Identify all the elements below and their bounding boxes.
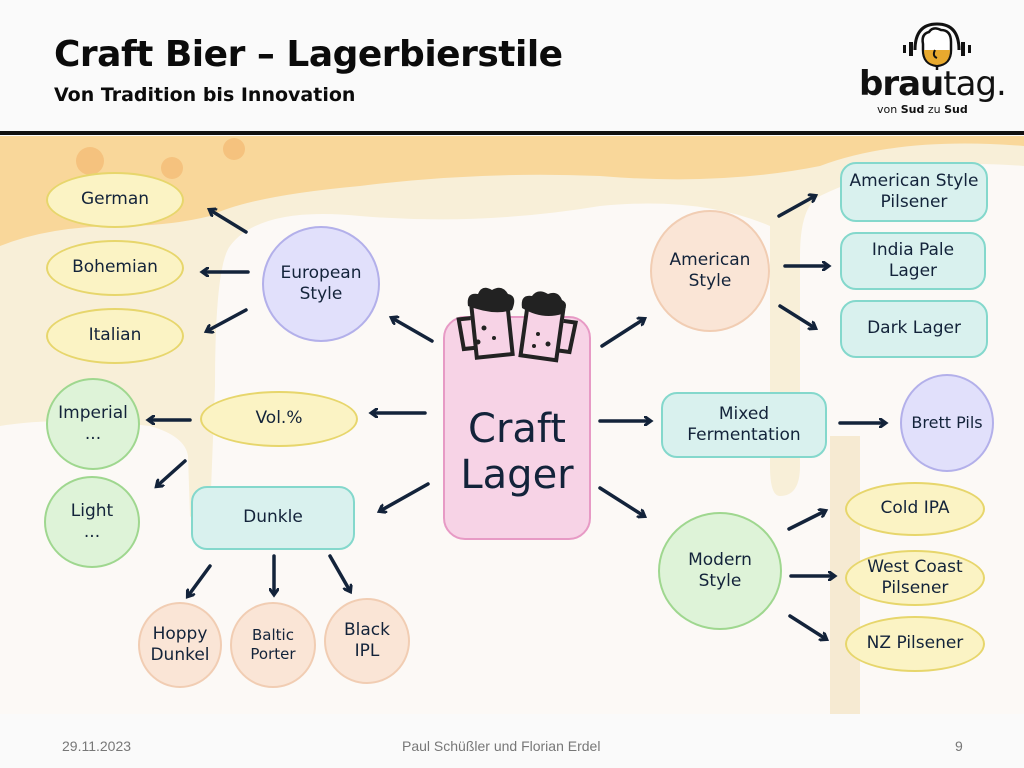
slide-footer: 29.11.2023 Paul Schüßler und Florian Erd… bbox=[0, 714, 1024, 768]
slide-header: Craft Bier – Lagerbierstile Von Traditio… bbox=[0, 0, 1024, 135]
arrow-center-to-american bbox=[600, 319, 644, 348]
node-american-style: American Style bbox=[650, 210, 770, 332]
node-imperial: Imperial ... bbox=[46, 378, 140, 470]
arrow-center-to-modern bbox=[598, 486, 644, 516]
beer-glass-headphones-icon bbox=[903, 22, 971, 70]
slide-title: Craft Bier – Lagerbierstile bbox=[54, 34, 563, 75]
slide-subtitle: Von Tradition bis Innovation bbox=[54, 84, 356, 106]
footer-date: 29.11.2023 bbox=[62, 738, 132, 754]
diagram-canvas: Craft Lager European Style German Bohemi… bbox=[0, 136, 1024, 714]
node-hoppy-dunkel: Hoppy Dunkel bbox=[138, 602, 222, 688]
arrow-dunkle-to-hoppy bbox=[188, 564, 212, 596]
node-italian: Italian bbox=[46, 308, 184, 364]
footer-authors: Paul Schüßler und Florian Erdel bbox=[402, 738, 601, 754]
node-cold-ipa: Cold IPA bbox=[845, 482, 985, 536]
connector-arrows bbox=[0, 136, 1024, 714]
logo-tagline: von Sud zu Sud bbox=[877, 103, 968, 116]
node-american-style-pilsener: American Style Pilsener bbox=[840, 162, 988, 222]
arrow-dunkle-to-black bbox=[328, 554, 350, 591]
arrow-center-to-dunkle bbox=[380, 482, 430, 511]
arrow-european-to-italian bbox=[207, 308, 248, 331]
node-vol-percent: Vol.% bbox=[200, 391, 358, 447]
arrow-american-to-asp bbox=[777, 196, 815, 218]
arrow-european-to-german bbox=[210, 210, 248, 234]
header-divider bbox=[0, 131, 1024, 135]
node-india-pale-lager: India Pale Lager bbox=[840, 232, 986, 290]
arrow-modern-to-cold bbox=[787, 511, 825, 531]
node-european-style: European Style bbox=[262, 226, 380, 342]
node-black-ipl: Black IPL bbox=[324, 598, 410, 684]
node-baltic-porter: Baltic Porter bbox=[230, 602, 316, 688]
node-dunkle: Dunkle bbox=[191, 486, 355, 550]
logo-wordmark: brautag. bbox=[859, 64, 1007, 104]
footer-page-number: 9 bbox=[955, 738, 963, 754]
clinking-beer-mugs-icon bbox=[456, 287, 579, 363]
node-brett-pils: Brett Pils bbox=[900, 374, 994, 472]
node-bohemian: Bohemian bbox=[46, 240, 184, 296]
node-mixed-fermentation: Mixed Fermentation bbox=[661, 392, 827, 458]
node-dark-lager: Dark Lager bbox=[840, 300, 988, 358]
arrow-center-to-european bbox=[392, 318, 434, 343]
center-node-label: Craft Lager bbox=[460, 406, 574, 498]
node-light: Light ... bbox=[44, 476, 140, 568]
node-nz-pilsener: NZ Pilsener bbox=[845, 616, 985, 672]
node-modern-style: Modern Style bbox=[658, 512, 782, 630]
brautag-logo: brautag. von Sud zu Sud bbox=[855, 20, 1007, 116]
arrow-american-to-dark bbox=[778, 304, 815, 328]
arrow-vol-to-light bbox=[157, 459, 187, 486]
arrow-modern-to-nz bbox=[788, 614, 826, 639]
node-german: German bbox=[46, 172, 184, 228]
node-west-coast-pilsener: West Coast Pilsener bbox=[845, 550, 985, 606]
